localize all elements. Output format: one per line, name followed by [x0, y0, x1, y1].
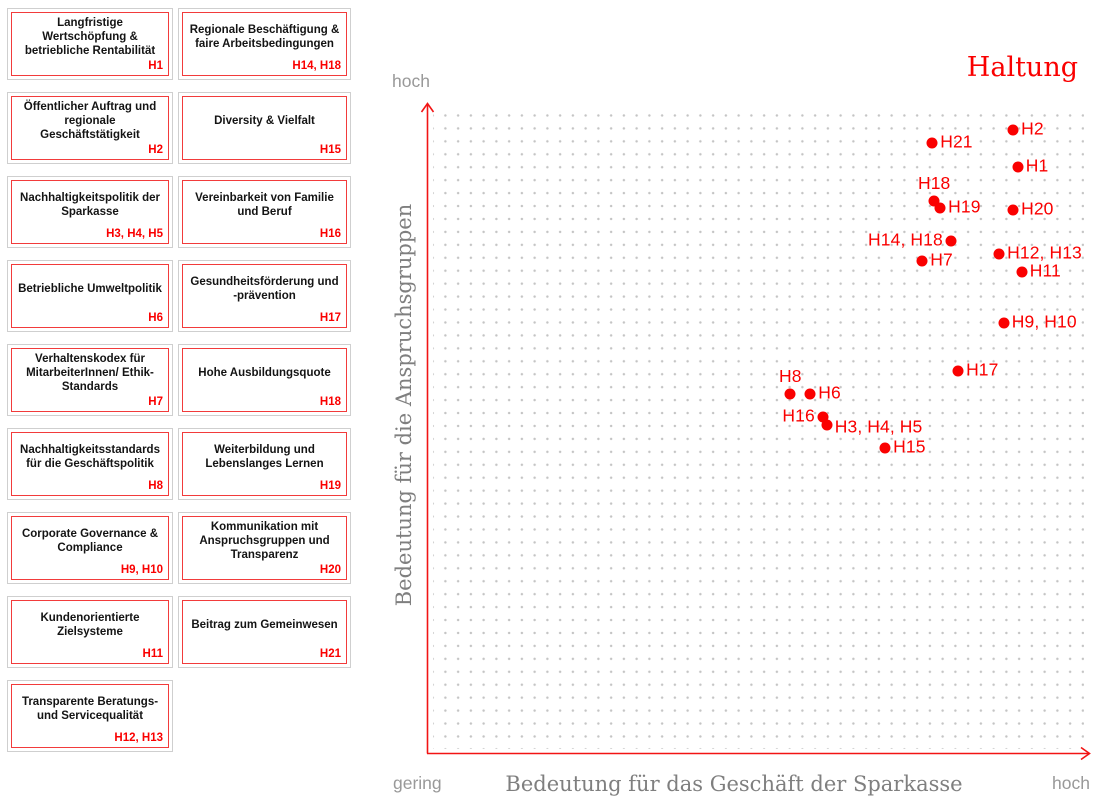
point-label-h21: H21	[940, 131, 973, 152]
topic-card-title: Verhaltenskodex für MitarbeiterInnen/ Et…	[26, 352, 154, 393]
point-label-h18: H18	[917, 173, 951, 194]
point-label-h2: H2	[1021, 118, 1044, 139]
x-axis-max-label: hoch	[1052, 773, 1090, 793]
topic-card-code: H7	[148, 396, 163, 408]
point-label-h14-h18: H14, H18	[868, 229, 943, 250]
topic-card-column-left: Langfristige Wertschöpfung & betrieblich…	[7, 8, 173, 764]
chart-title: Haltung	[966, 52, 1078, 83]
topic-card-code: H18	[319, 396, 341, 408]
point-label-h20: H20	[1021, 198, 1054, 219]
topic-card-title: Kommunikation mit Anspruchsgruppen und T…	[199, 520, 330, 561]
point-h9-h10	[998, 317, 1010, 329]
topic-card-h14-h18: Regionale Beschäftigung & faire Arbeitsb…	[178, 8, 351, 80]
topic-card-code: H19	[319, 480, 341, 492]
topic-card-h12-h13: Transparente Beratungs- und Servicequali…	[7, 680, 173, 752]
point-label-h8: H8	[779, 365, 802, 386]
topic-card-title: Kundenorientierte Zielsysteme	[40, 611, 140, 638]
point-label-h9-h10: H9, H10	[1011, 311, 1077, 332]
topic-card-code: H9, H10	[120, 564, 163, 576]
topic-card-title: Vereinbarkeit von Familie und Beruf	[195, 191, 334, 218]
point-h14-h18	[945, 235, 957, 247]
point-h18	[928, 195, 940, 207]
point-h7	[916, 255, 928, 267]
topic-card-h19: Weiterbildung und Lebenslanges Lernen H1…	[178, 428, 351, 500]
topic-card-code: H1	[148, 60, 163, 72]
topic-card-code: H21	[319, 648, 341, 660]
x-axis-title: Bedeutung für das Geschäft der Sparkasse	[505, 772, 963, 796]
topic-card-h8: Nachhaltigkeitsstandards für die Geschäf…	[7, 428, 173, 500]
point-label-h16: H16	[782, 405, 815, 426]
topic-card-h6: Betriebliche Umweltpolitik H6	[7, 260, 173, 332]
point-h11	[1016, 266, 1028, 278]
point-label-h7: H7	[930, 249, 953, 270]
topic-card-title: Hohe Ausbildungsquote	[198, 366, 331, 379]
point-h12-h13	[993, 248, 1005, 260]
point-h21	[926, 137, 938, 149]
point-h20	[1007, 204, 1019, 216]
point-h8	[784, 388, 796, 400]
topic-card-title: Langfristige Wertschöpfung & betrieblich…	[24, 16, 156, 57]
topic-card-title: Betriebliche Umweltpolitik	[18, 282, 162, 295]
topic-card-h20: Kommunikation mit Anspruchsgruppen und T…	[178, 512, 351, 584]
topic-card-h21: Beitrag zum Gemeinwesen H21	[178, 596, 351, 668]
topic-card-h15: Diversity & Vielfalt H15	[178, 92, 351, 164]
topic-card-code: H2	[148, 144, 163, 156]
topic-card-code: H16	[319, 228, 341, 240]
topic-card-title: Beitrag zum Gemeinwesen	[191, 618, 338, 631]
point-label-h19: H19	[948, 196, 981, 217]
topic-card-code: H6	[148, 312, 163, 324]
point-h3-h4-h5	[821, 419, 833, 431]
topic-card-title: Nachhaltigkeitspolitik der Sparkasse	[20, 191, 160, 218]
point-label-h1: H1	[1025, 155, 1049, 176]
point-label-h15: H15	[893, 436, 926, 457]
topic-card-title: Regionale Beschäftigung & faire Arbeitsb…	[189, 23, 340, 50]
topic-card-title: Öffentlicher Auftrag und regionale Gesch…	[23, 100, 157, 141]
topic-card-title: Diversity & Vielfalt	[214, 114, 315, 127]
topic-card-code: H8	[148, 480, 163, 492]
point-label-h6: H6	[818, 382, 841, 403]
topic-card-code: H12, H13	[114, 732, 163, 744]
point-label-h12-h13: H12, H13	[1007, 242, 1082, 263]
point-h6	[804, 388, 816, 400]
topic-card-h9-h10: Corporate Governance & Compliance H9, H1…	[7, 512, 173, 584]
point-h1	[1012, 161, 1024, 173]
topic-card-h2: Öffentlicher Auftrag und regionale Gesch…	[7, 92, 173, 164]
topic-card-h3-h4-h5: Nachhaltigkeitspolitik der Sparkasse H3,…	[7, 176, 173, 248]
topic-card-code: H17	[319, 312, 341, 324]
point-label-h11: H11	[1029, 260, 1061, 281]
topic-card-h7: Verhaltenskodex für MitarbeiterInnen/ Et…	[7, 344, 173, 416]
y-axis-arrow-icon	[420, 102, 435, 113]
topic-card-title: Corporate Governance & Compliance	[21, 527, 159, 554]
topic-card-code: H14, H18	[292, 60, 341, 72]
topic-card-code: H20	[319, 564, 341, 576]
topic-card-code: H3, H4, H5	[106, 228, 163, 240]
y-axis-title: Bedeutung für die Anspruchsgruppen	[392, 203, 416, 607]
topic-card-h16: Vereinbarkeit von Familie und Beruf H16	[178, 176, 351, 248]
topic-card-title: Nachhaltigkeitsstandards für die Geschäf…	[20, 443, 160, 470]
topic-card-title: Transparente Beratungs- und Servicequali…	[21, 695, 159, 722]
topic-card-title: Weiterbildung und Lebenslanges Lernen	[205, 443, 324, 470]
topic-card-title: Gesundheitsförderung und -prävention	[190, 275, 339, 302]
topic-card-h18: Hohe Ausbildungsquote H18	[178, 344, 351, 416]
point-h16	[817, 411, 829, 423]
point-label-h3-h4-h5: H3, H4, H5	[834, 416, 923, 437]
topic-card-code: H15	[319, 144, 341, 156]
topic-card-column-right: Regionale Beschäftigung & faire Arbeitsb…	[178, 8, 351, 680]
x-axis-arrow-icon	[1080, 746, 1091, 761]
point-h15	[879, 442, 891, 454]
point-label-h17: H17	[966, 359, 999, 380]
topic-card-h1: Langfristige Wertschöpfung & betrieblich…	[7, 8, 173, 80]
topic-card-h11: Kundenorientierte Zielsysteme H11	[7, 596, 173, 668]
point-h17	[952, 365, 964, 377]
point-h2	[1007, 124, 1019, 136]
topic-card-h17: Gesundheitsförderung und -prävention H17	[178, 260, 351, 332]
chart-grid-dots	[433, 105, 1084, 749]
point-h19	[934, 202, 946, 214]
y-axis-max-label: hoch	[392, 71, 430, 91]
x-axis-min-label: gering	[393, 773, 442, 793]
topic-card-code: H11	[142, 648, 163, 660]
